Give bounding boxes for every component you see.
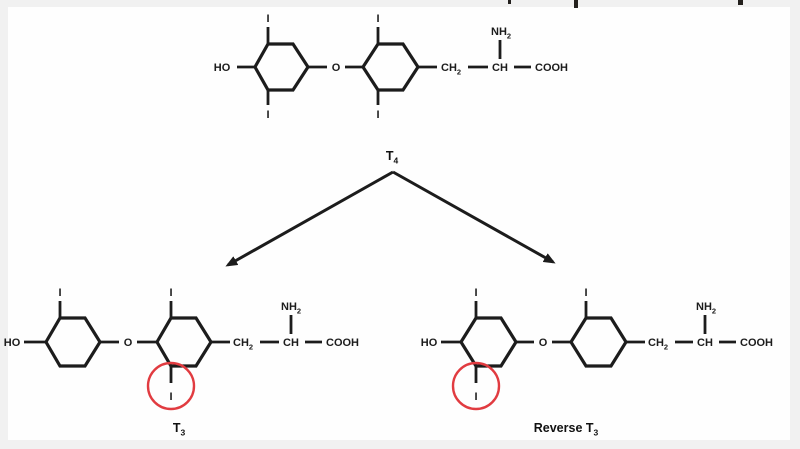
hydroxyl-label: HO <box>214 62 231 74</box>
amine-label: NH2 <box>696 301 716 316</box>
cropped-title-remnants <box>508 0 743 8</box>
ether-oxygen-label: O <box>332 62 341 74</box>
t4-name-label: T4 <box>386 149 399 166</box>
methine-label: CH <box>492 62 508 74</box>
figure-panel <box>8 7 790 440</box>
methylene-label: CH2 <box>648 337 668 352</box>
methine-label: CH <box>283 337 299 349</box>
removed-iodine-highlight-circle <box>146 361 196 411</box>
carboxyl-label: COOH <box>326 337 359 349</box>
conversion-arrow-right <box>392 170 556 264</box>
iodine-label: I <box>58 287 61 299</box>
conversion-arrow-left <box>225 170 394 267</box>
hydroxyl-label: HO <box>4 337 21 349</box>
ether-oxygen-label: O <box>539 337 548 349</box>
methylene-label: CH2 <box>441 62 461 77</box>
removed-iodine-highlight-circle <box>451 361 501 411</box>
iodine-label: I <box>266 13 269 25</box>
t3-structure: HO I O I I CH2 CH NH2 COOH T3 <box>4 287 359 438</box>
removed-iodine-label: I <box>474 391 477 403</box>
iodine-label: I <box>266 109 269 121</box>
iodine-label: I <box>169 287 172 299</box>
iodine-label: I <box>376 109 379 121</box>
t3-name-label: T3 <box>173 421 186 438</box>
carboxyl-label: COOH <box>535 62 568 74</box>
hydroxyl-label: HO <box>421 337 438 349</box>
removed-iodine-label: I <box>169 391 172 403</box>
ether-oxygen-label: O <box>124 337 133 349</box>
iodine-label: I <box>474 287 477 299</box>
reverse-t3-structure: HO I I O I CH2 CH NH2 COOH Reverse T3 <box>421 287 773 438</box>
t4-structure: HO I I O I I CH2 CH NH2 COOH <box>214 13 568 121</box>
methylene-label: CH2 <box>233 337 253 352</box>
reverse-t3-name-label: Reverse T3 <box>534 421 599 438</box>
iodine-label: I <box>584 287 587 299</box>
amine-label: NH2 <box>281 301 301 316</box>
iodine-label: I <box>376 13 379 25</box>
methine-label: CH <box>697 337 713 349</box>
carboxyl-label: COOH <box>740 337 773 349</box>
amine-label: NH2 <box>491 26 511 41</box>
